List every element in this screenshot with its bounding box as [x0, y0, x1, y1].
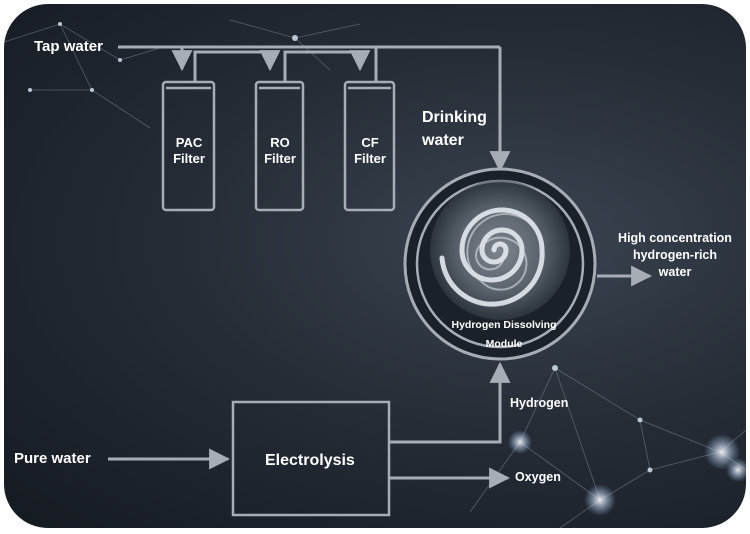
pure-water-label: Pure water [14, 450, 91, 467]
pac-filter [161, 80, 216, 212]
output-label: High concentration hydrogen-rich water [610, 230, 740, 281]
swirl-icon [439, 207, 545, 307]
diagram-frame: Tap water PAC Filter RO Filter CF Filter… [4, 4, 746, 528]
module-label: Hydrogen Dissolving Module [440, 316, 568, 354]
diagram-canvas [4, 19, 746, 528]
drinking-water-line2: water [422, 132, 464, 149]
electrolysis-box [231, 400, 391, 517]
oxygen-label: Oxygen [515, 470, 561, 484]
hydrogen-label: Hydrogen [510, 396, 569, 410]
cf-filter-label: CF Filter [340, 135, 400, 167]
network-decoration [4, 19, 746, 528]
pac-filter-label-line2: Filter [173, 151, 205, 166]
pac-filter-label: PAC Filter [159, 135, 219, 167]
electrolysis-label: Electrolysis [265, 452, 355, 469]
cf-filter-label-line2: Filter [354, 151, 386, 166]
pac-filter-label-line1: PAC [175, 135, 203, 150]
module-label-line1: Hydrogen Dissolving [451, 319, 557, 331]
drinking-water-label: Drinking water [422, 106, 487, 152]
cf-filter-label-line1: CF [361, 135, 379, 150]
ro-filter-label-line2: Filter [264, 151, 296, 166]
module-label-line2: Module [485, 338, 523, 350]
tap-water-label: Tap water [34, 38, 103, 55]
output-label-line3: water [658, 265, 692, 279]
network-nodes [28, 22, 653, 473]
pipe-pac-to-ro [193, 50, 281, 82]
network-glows [508, 430, 746, 516]
ro-filter-label-line1: RO [270, 135, 290, 150]
output-label-line2: hydrogen-rich [632, 248, 718, 262]
hydrogen-pipe [389, 361, 511, 444]
swirl-background [430, 180, 570, 320]
pipe-ro-to-cf [283, 50, 371, 82]
tap-water-pipes [118, 45, 511, 173]
drinking-water-line1: Drinking [422, 109, 487, 126]
cf-filter [343, 80, 396, 212]
ro-filter-label: RO Filter [250, 135, 310, 167]
hydrogen-dissolving-module [403, 167, 597, 361]
ro-filter [254, 80, 305, 212]
output-label-line1: High concentration [618, 231, 732, 245]
